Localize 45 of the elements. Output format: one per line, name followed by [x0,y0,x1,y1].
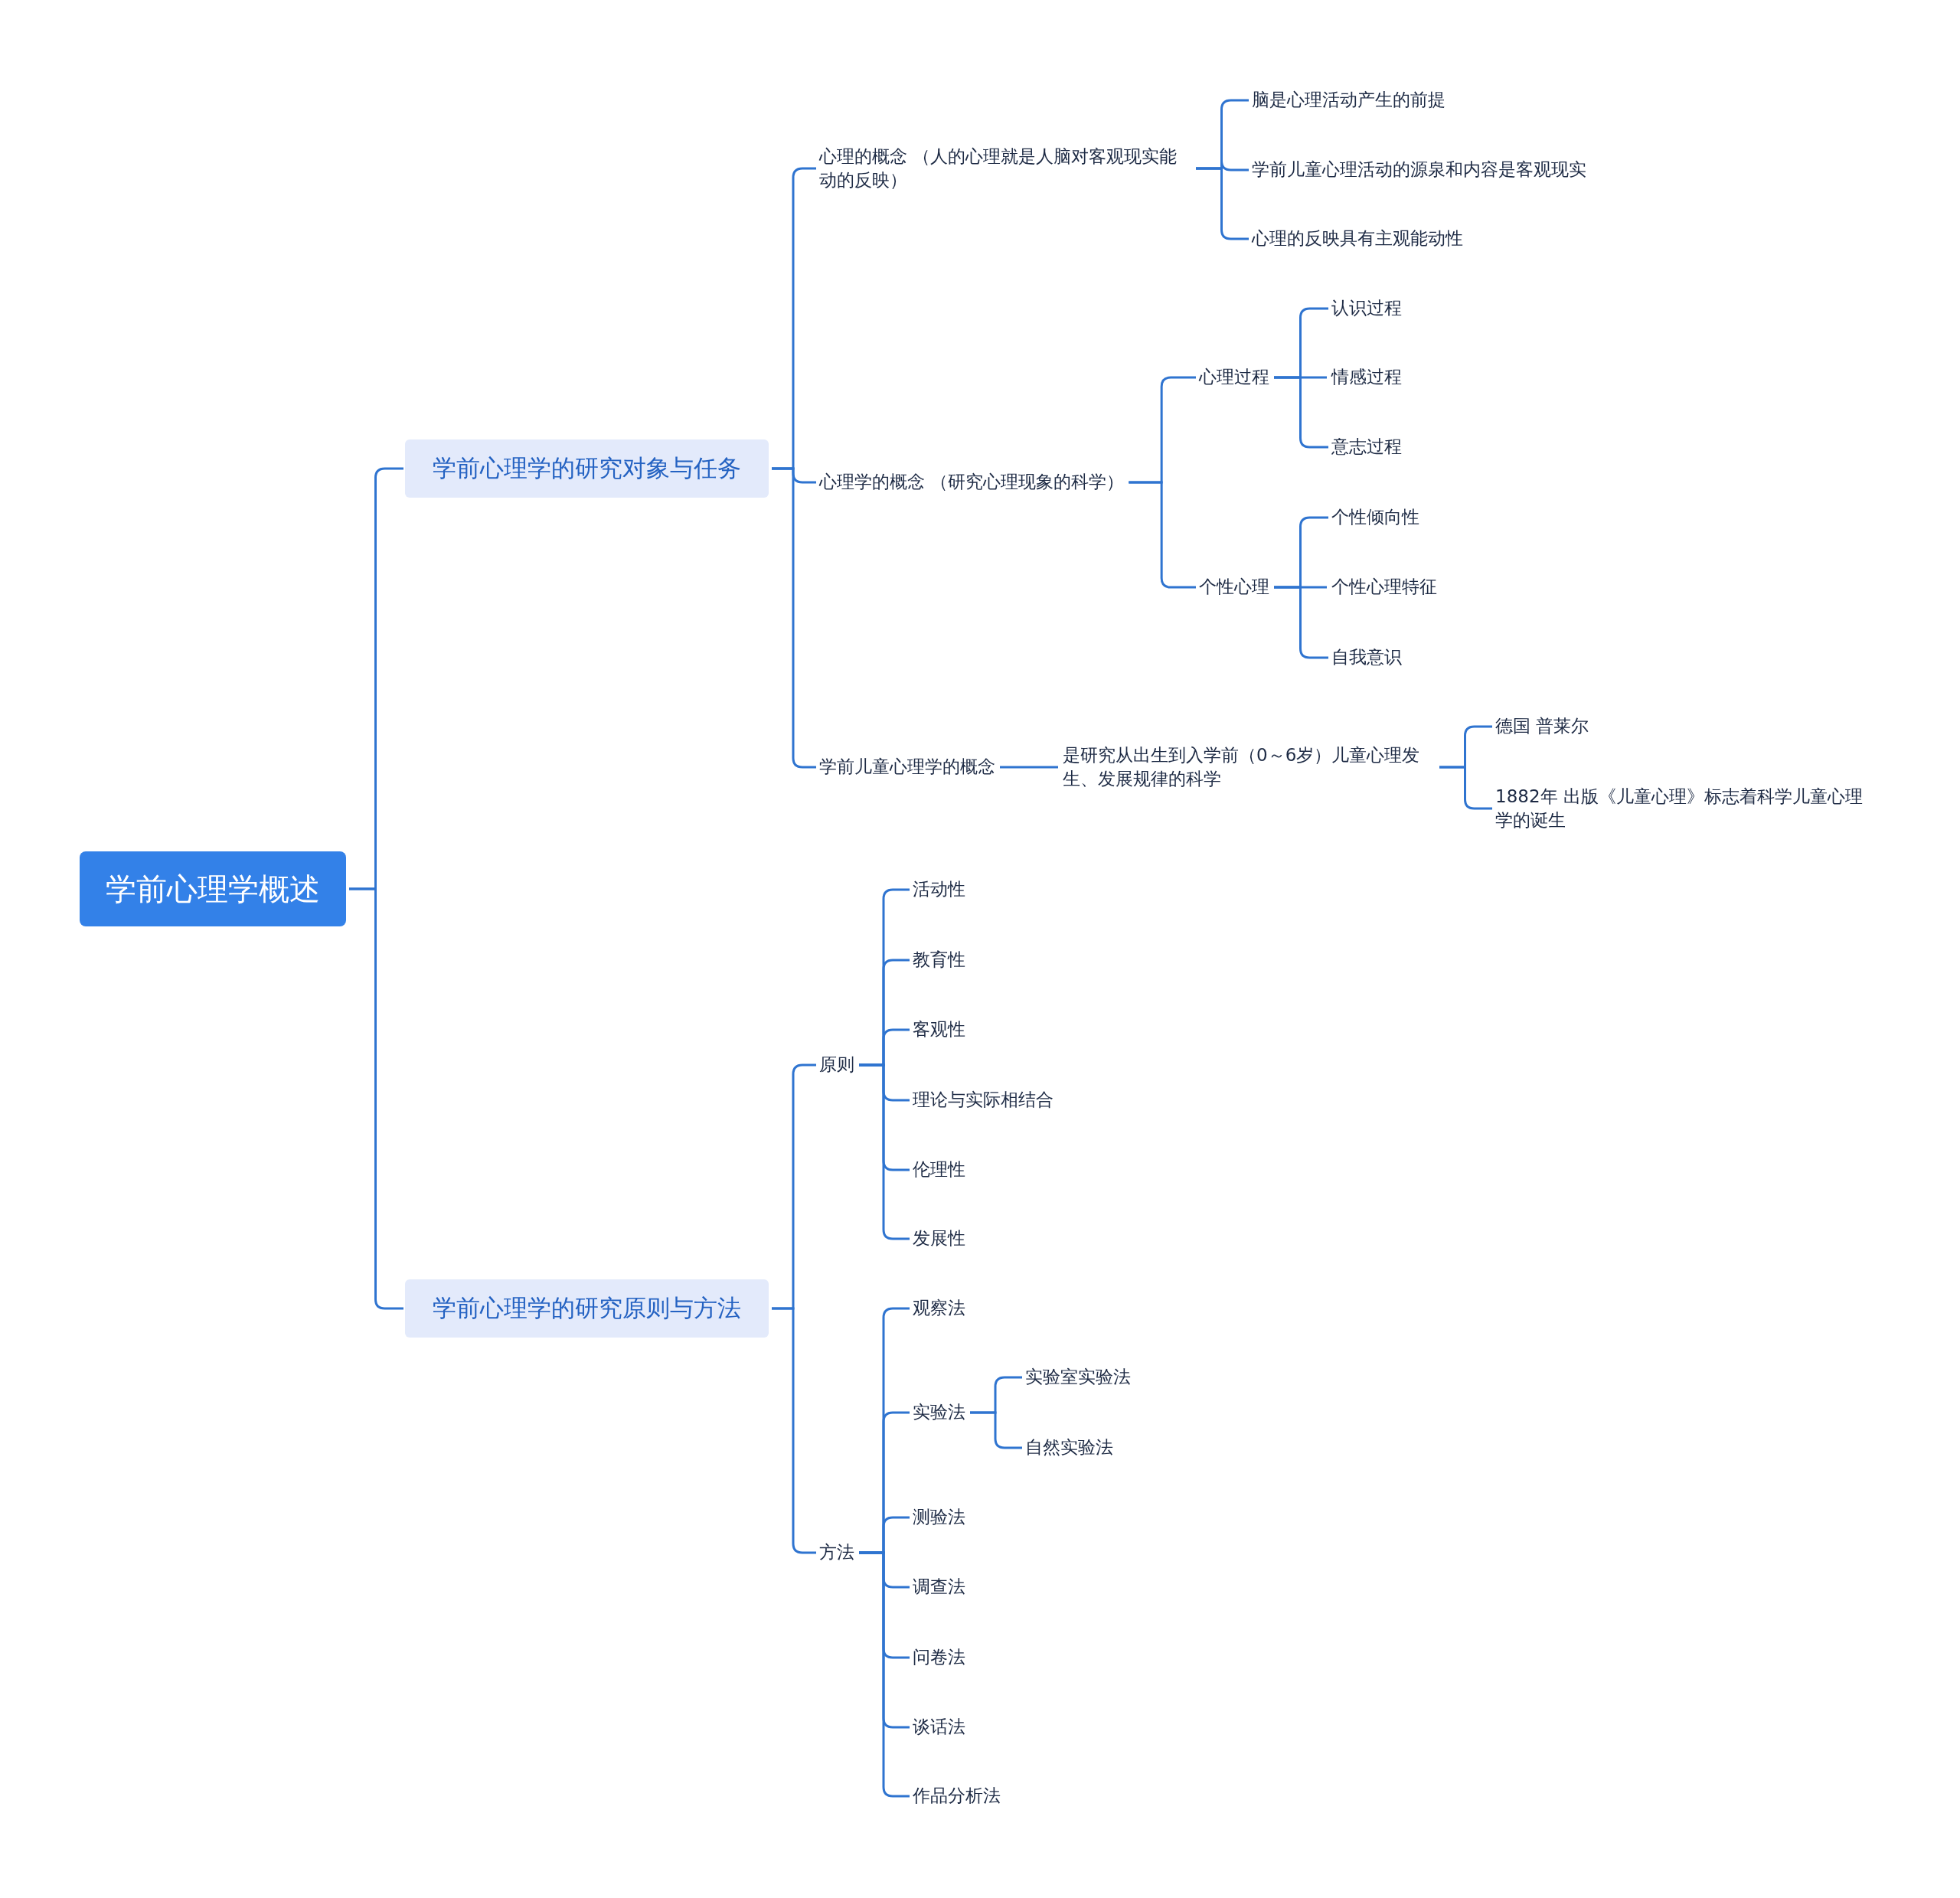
topic-label: 活动性 [911,874,967,905]
topic-label: 情感过程 [1330,362,1403,393]
connector-line [1196,167,1249,240]
topic-label: 学前儿童心理学的概念 [818,752,997,782]
topic-label: 原则 [818,1050,856,1080]
topic-label: 调查法 [911,1572,967,1602]
connector-line [772,1307,816,1554]
connector-line [349,887,403,1310]
topic-label: 德国 普莱尔 [1494,711,1591,742]
topic-label: 自然实验法 [1024,1432,1115,1463]
connector-line [1000,766,1058,769]
topic-label: 学前儿童心理活动的源泉和内容是客观现实 [1250,155,1588,185]
topic-label: 测验法 [911,1502,967,1533]
topic-label: 谈话法 [911,1712,967,1743]
topic-label: 作品分析法 [911,1781,1002,1811]
topic-label: 个性心理 [1197,572,1271,603]
topic-label: 客观性 [911,1014,967,1045]
connector-line [1129,481,1196,589]
topic-label: 心理的概念 （人的心理就是人脑对客观现实能动的反映） [818,141,1193,196]
topic-label: 心理的反映具有主观能动性 [1250,224,1465,254]
topic-label: 心理过程 [1197,362,1271,393]
root-topic-box: 学前心理学概述 [80,851,346,926]
topic-label: 发展性 [911,1223,967,1254]
topic-label: 伦理性 [911,1155,967,1185]
topic-label: 个性倾向性 [1330,502,1421,533]
topic-box: 学前心理学的研究原则与方法 [405,1279,769,1338]
topic-label: 认识过程 [1330,293,1403,324]
topic-label: 自我意识 [1330,642,1403,673]
connector-line [1274,376,1328,449]
topic-label: 脑是心理活动产生的前提 [1250,85,1447,116]
topic-label: 方法 [818,1537,856,1568]
topic-label: 是研究从出生到入学前（0～6岁）儿童心理发生、发展规律的科学 [1061,740,1436,795]
topic-label: 实验室实验法 [1024,1362,1132,1393]
connector-line [1274,586,1328,659]
topic-label: 教育性 [911,945,967,975]
connector-line [1439,766,1492,810]
topic-label: 个性心理特征 [1330,572,1439,603]
topic-box: 学前心理学的研究对象与任务 [405,439,769,498]
topic-label: 心理学的概念 （研究心理现象的科学） [818,467,1126,498]
topic-label: 实验法 [911,1397,967,1428]
topic-label: 理论与实际相结合 [911,1085,1055,1116]
topic-label: 观察法 [911,1293,967,1324]
topic-label: 意志过程 [1330,432,1403,462]
topic-label: 问卷法 [911,1642,967,1673]
topic-label: 1882年 出版《儿童心理》标志着科学儿童心理学的诞生 [1494,781,1875,836]
